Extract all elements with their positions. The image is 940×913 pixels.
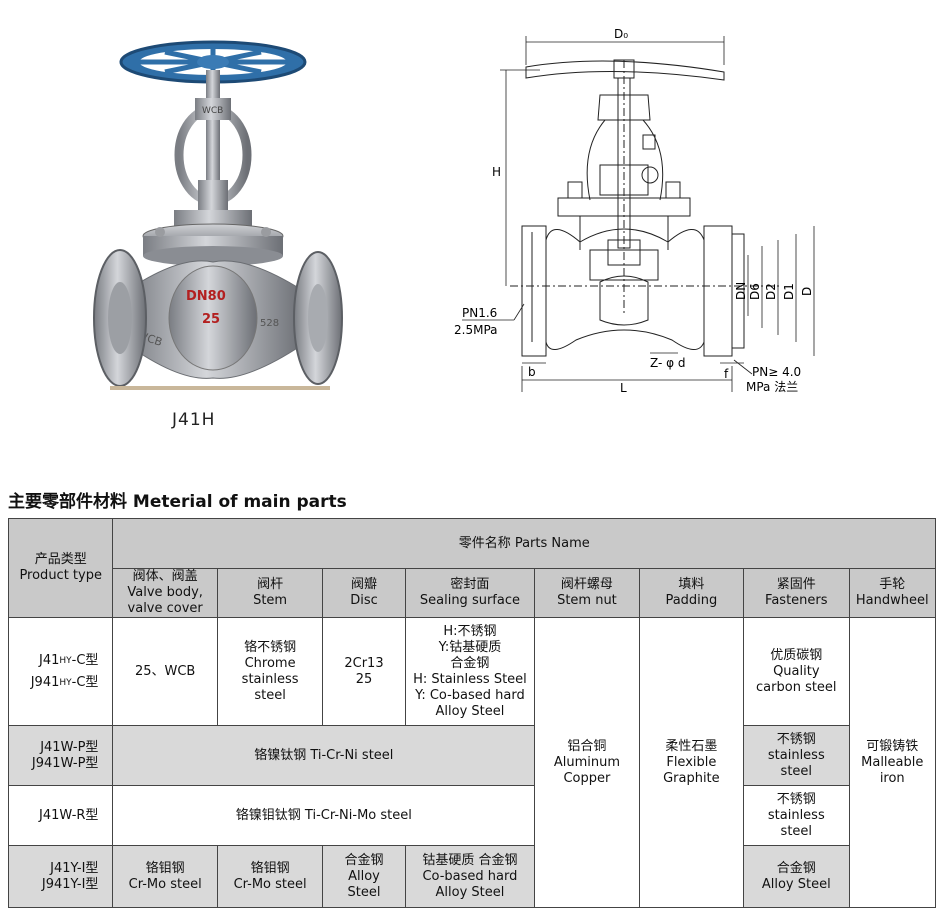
label-pn-low-2: 2.5MPa — [454, 323, 498, 337]
label-d: D — [800, 287, 814, 296]
label-zd: Z- φ d — [650, 356, 686, 370]
cell-material-r2: 铬镍钛钢 Ti-Cr-Ni steel — [112, 725, 536, 786]
bonnet-text: WCB — [202, 106, 223, 116]
label-d2: D2 — [764, 283, 778, 300]
valve-drawing: D₀ H PN1.6 2.5MPa DN D6 D2 D1 D Z- φ d b… — [454, 27, 815, 395]
photo-caption: J41H — [172, 410, 216, 430]
label-d1: D1 — [782, 283, 796, 300]
label-b: b — [528, 365, 536, 379]
flange-text: 528 — [260, 318, 279, 329]
cell-body-r1: 25、WCB — [112, 617, 218, 726]
label-d6: D6 — [748, 283, 762, 300]
label-d0: D₀ — [614, 27, 628, 41]
cell-material-r3: 铬镍钼钛钢 Ti-Cr-Ni-Mo steel — [112, 785, 536, 846]
section-title: 主要零部件材料 Meterial of main parts — [8, 492, 347, 512]
body-text-pn: 25 — [202, 312, 220, 327]
body-text-dn: DN80 — [186, 289, 226, 304]
label-pn-high-1: PN≥ 4.0 — [752, 365, 801, 379]
label-pn-low-1: PN1.6 — [462, 306, 497, 320]
type-j41-c: J41HY-C型 J941HY-C型 — [7, 617, 114, 726]
valve-photo: WCB DN80 25 WCB 528 — [93, 40, 343, 390]
label-l: L — [620, 381, 627, 395]
label-pn-high-2: MPa 法兰 — [746, 380, 798, 394]
label-h: H — [492, 165, 501, 179]
label-dn: DN — [734, 282, 748, 300]
label-f: f — [724, 367, 729, 381]
type-j41w-r: J41W-R型 — [7, 785, 114, 846]
parts-name-header: 零件名称 Parts Name — [112, 518, 936, 569]
